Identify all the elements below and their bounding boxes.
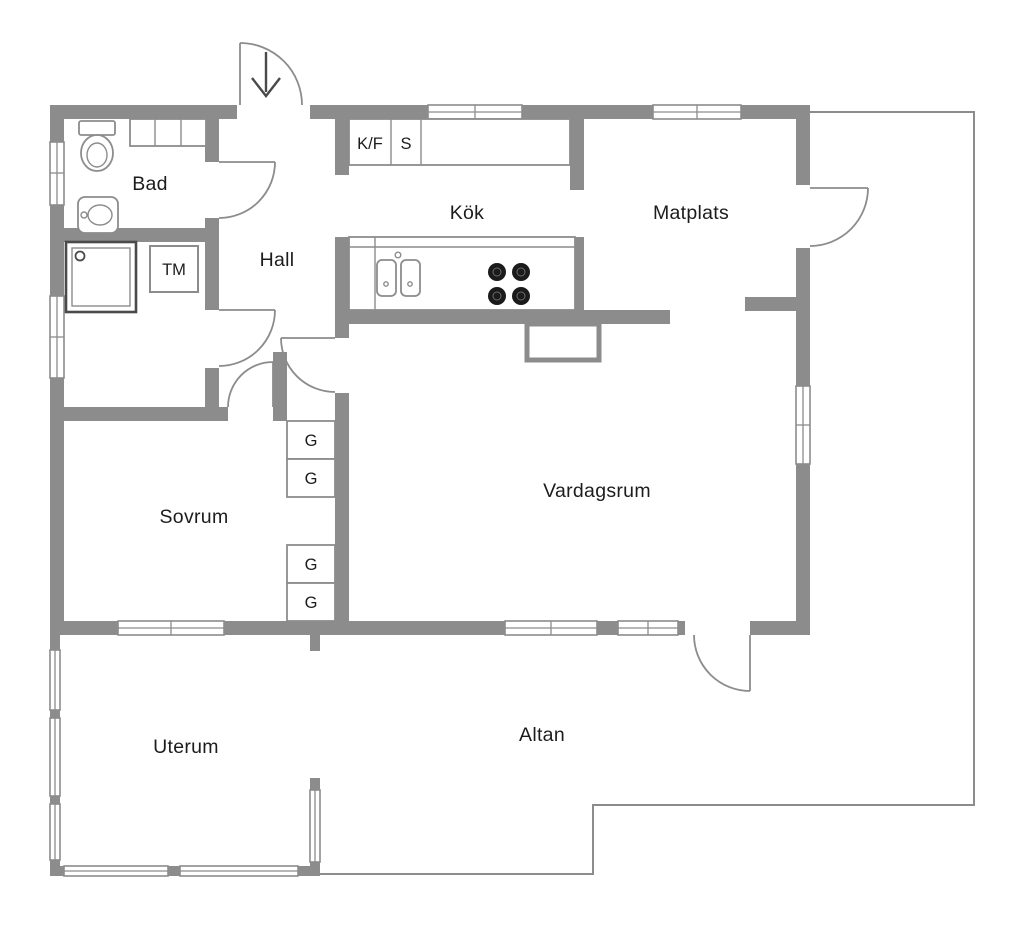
wardrobe-box: G (286, 582, 336, 622)
wall-top-left (50, 105, 237, 119)
room-labels: Bad Hall Kök Matplats Sovrum Vardagsrum … (132, 173, 729, 758)
wall-vardagsrum-west (335, 393, 349, 621)
window-laundry (49, 295, 65, 379)
window-kok (427, 104, 523, 120)
entrance-arrow-icon (251, 52, 281, 98)
wardrobe-label: G (305, 470, 318, 488)
room-label-hall: Hall (260, 249, 295, 271)
wall-bad-hall-upper (205, 119, 219, 162)
room-label-matplats: Matplats (653, 202, 729, 224)
window-uterum-left-3 (49, 803, 61, 861)
entry-door (239, 42, 303, 106)
wardrobe-box: G (286, 544, 336, 584)
bathroom-sink (77, 196, 119, 234)
wardrobe-box: G (286, 458, 336, 498)
window-uterum-bottom-2 (179, 865, 299, 877)
washing-machine-label: TM (162, 261, 186, 279)
wardrobes: G G G G (286, 420, 336, 622)
bathroom-fixtures: TM (64, 118, 207, 314)
window-sovrum (117, 620, 225, 636)
room-label-sovrum: Sovrum (160, 506, 229, 528)
wardrobe-label: G (305, 432, 318, 450)
windows (49, 104, 811, 877)
room-label-uterum: Uterum (153, 736, 219, 758)
stove (488, 263, 530, 305)
window-bad (49, 141, 65, 206)
room-label-vardagsrum: Vardagsrum (543, 480, 651, 502)
kitchen-upper-cabinets: K/F S (348, 118, 571, 166)
wardrobe-label: G (305, 556, 318, 574)
bathroom-cabinet (129, 118, 207, 147)
window-matplats (652, 104, 742, 120)
wall-right-upper (796, 105, 810, 185)
toilet (78, 120, 116, 172)
matplats-exterior-door (809, 187, 869, 247)
bad-door (218, 161, 276, 219)
window-uterum-bottom-1 (63, 865, 169, 877)
shower (64, 240, 138, 314)
doors (218, 42, 869, 692)
wall-kok-matplats-upper (570, 119, 584, 190)
wall-sovrum-top (50, 407, 228, 421)
deck-boundary (320, 111, 975, 875)
wall-kok-south (335, 310, 670, 324)
wall-bottom-right (750, 621, 810, 635)
kitchen-sink (376, 251, 421, 297)
window-uterum-right (309, 789, 321, 863)
room-label-bad: Bad (132, 173, 168, 195)
kitchen-fixtures: K/F S (348, 118, 602, 363)
altan-door (693, 634, 751, 692)
window-uterum-left-1 (49, 649, 61, 711)
vardagsrum-door (280, 337, 336, 393)
room-label-altan: Altan (519, 724, 565, 746)
wardrobe-label: G (305, 594, 318, 612)
fridge-freezer-label: K/F (357, 135, 383, 153)
wall-matplats-vardagsrum-stub (745, 297, 796, 311)
washing-machine-box: TM (149, 245, 199, 293)
window-uterum-left-2 (49, 717, 61, 797)
wall-hall-stub (273, 352, 287, 421)
uterum-wall-stub (310, 635, 320, 651)
laundry-door (218, 309, 276, 367)
chimney (524, 321, 602, 363)
window-vardagsrum-south-1 (504, 620, 598, 636)
window-vardagsrum-south-2 (617, 620, 679, 636)
room-label-kok: Kök (450, 202, 485, 224)
window-vardagsrum-east (795, 385, 811, 465)
wardrobe-box: G (286, 420, 336, 460)
wall-bad-hall-mid (205, 218, 219, 310)
wall-kok-left-upper (335, 119, 349, 175)
cabinet-s-label: S (400, 135, 411, 153)
sovrum-door (227, 361, 274, 408)
